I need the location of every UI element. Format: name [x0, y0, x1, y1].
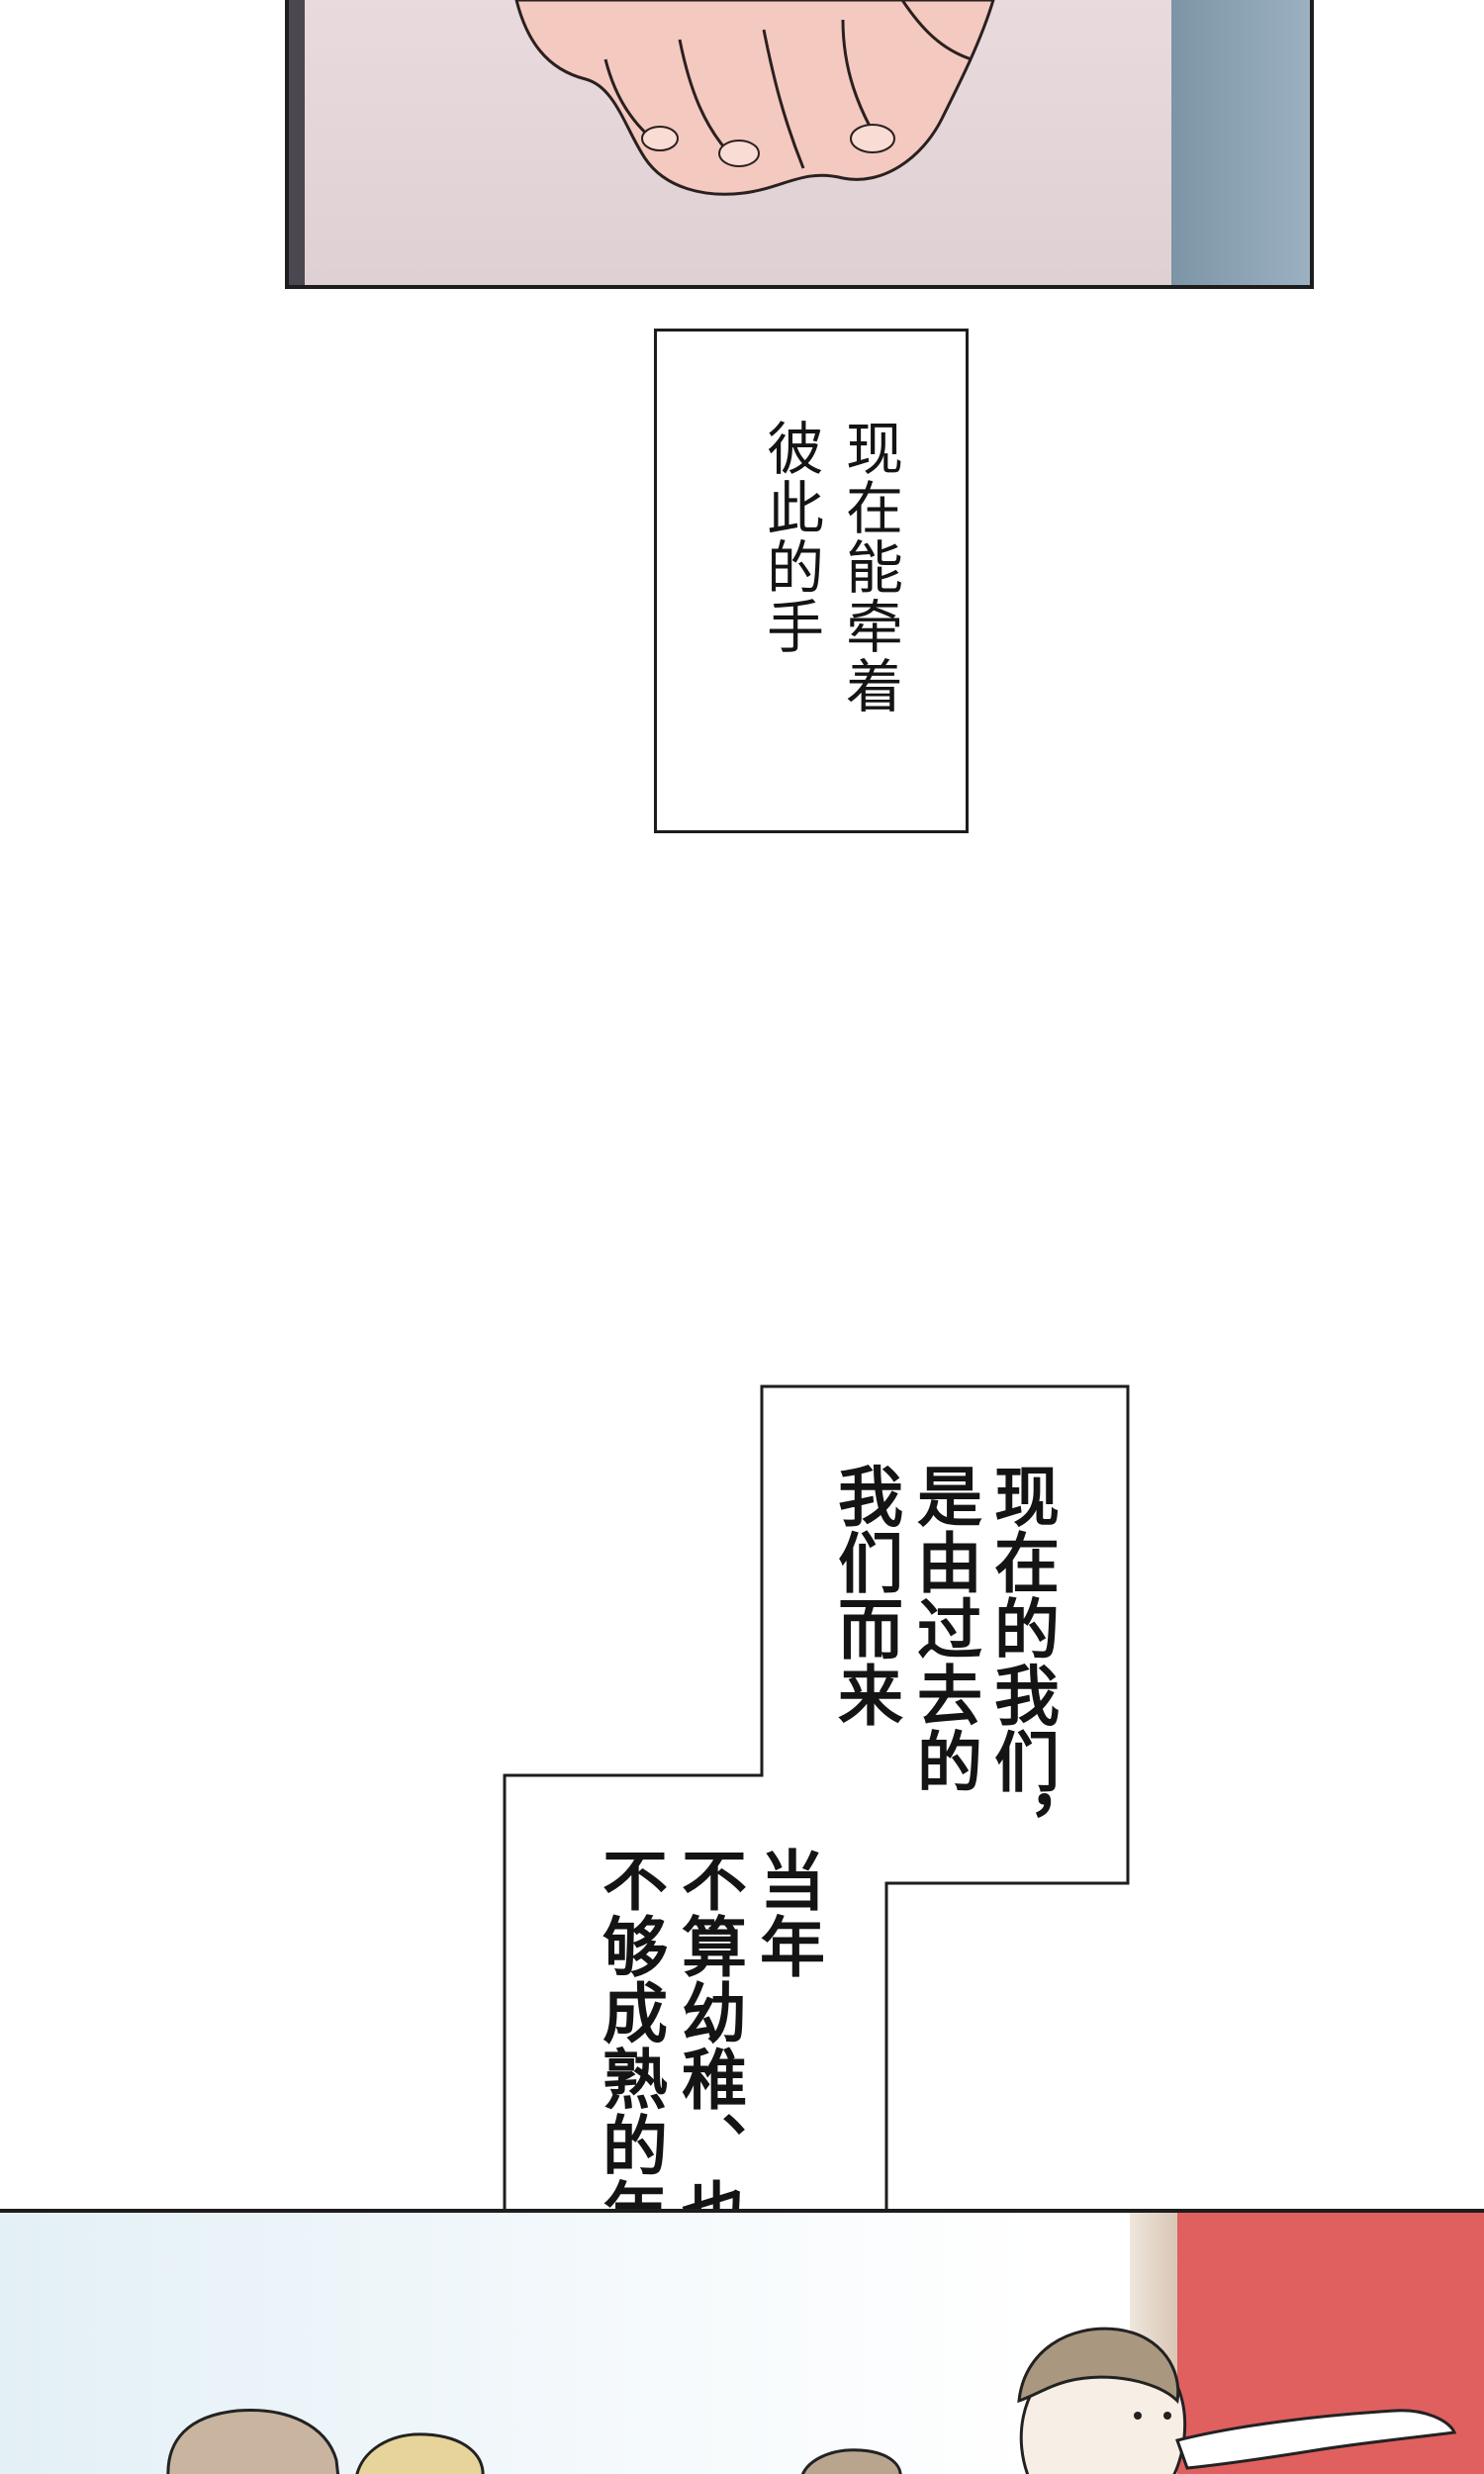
students-illustration	[166, 2327, 1457, 2474]
hands-panel	[285, 0, 1314, 289]
caption-line: 是由过去的	[906, 1463, 983, 1794]
caption-line: 我们而来	[827, 1463, 904, 1728]
classroom-panel	[0, 2209, 1484, 2474]
blue-coat-strip	[1171, 0, 1310, 285]
narration-box-hands: 现在能牵着 彼此的手	[654, 329, 969, 833]
caption-line: 现在的我们，	[983, 1463, 1061, 1860]
caption-line: 当年	[749, 1847, 826, 1979]
caption-line: 现在能牵着	[836, 419, 903, 715]
clasped-hands-illustration	[514, 0, 995, 196]
dark-coat-strip	[289, 0, 305, 285]
caption-line: 彼此的手	[757, 419, 824, 656]
